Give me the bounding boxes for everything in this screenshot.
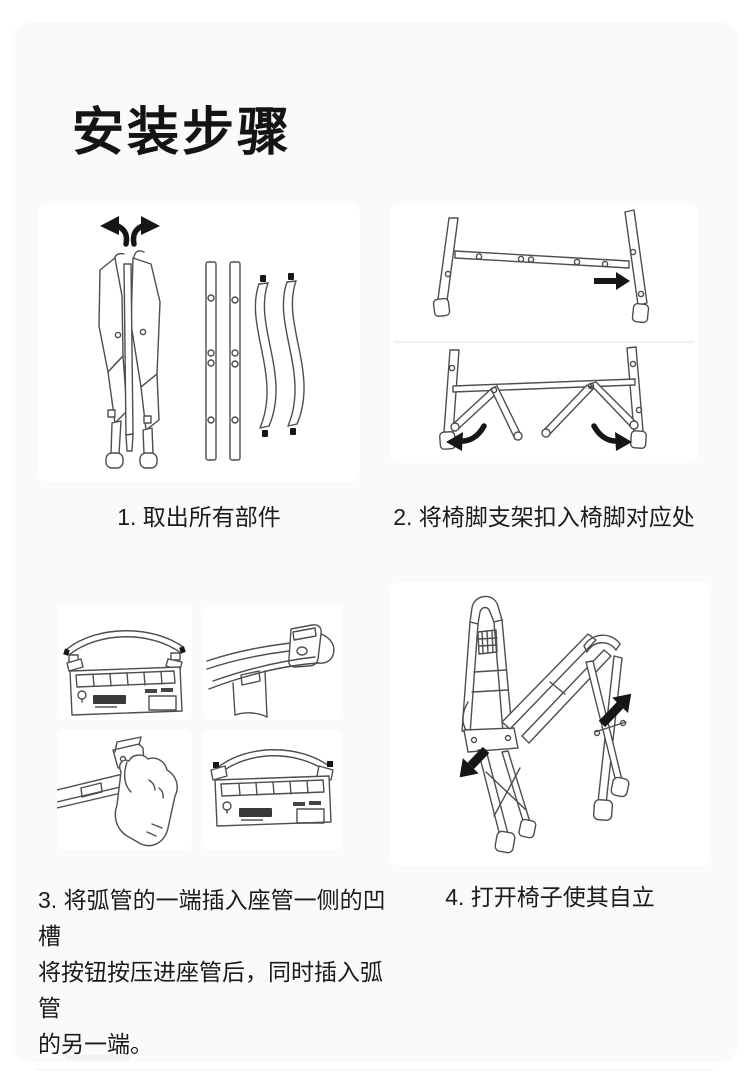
page-title: 安装步骤 bbox=[72, 104, 293, 162]
step3-caption-line1: 3. 将弧管的一端插入座管一侧的凹槽 bbox=[38, 887, 386, 949]
step3-caption-line3: 的另一端。 bbox=[38, 1031, 153, 1057]
step2-caption: 2. 将椅脚支架扣入椅脚对应处 bbox=[393, 504, 695, 530]
step3-detail-corner-slot bbox=[203, 605, 342, 720]
leg-bracket-drawing bbox=[394, 209, 694, 451]
unfold-right-arrow-icon bbox=[130, 216, 160, 247]
step3-detail-press-button bbox=[57, 730, 192, 850]
arc-installed-drawing bbox=[210, 749, 334, 827]
brand-logo bbox=[239, 808, 272, 817]
bracket-fold-view bbox=[439, 346, 647, 451]
hand-outline bbox=[114, 754, 178, 847]
corner-slot-drawing bbox=[206, 624, 335, 718]
chair-front-legs bbox=[477, 749, 537, 854]
chair-backrest bbox=[461, 595, 519, 753]
folded-chair-drawing bbox=[98, 250, 161, 469]
instruction-card: 安装步骤 bbox=[12, 22, 738, 1062]
step1-panel bbox=[38, 204, 360, 482]
open-up-right-arrow-icon bbox=[598, 693, 632, 728]
step2-panel bbox=[390, 204, 698, 463]
parts-overview-drawing bbox=[98, 216, 305, 469]
brand-logo bbox=[93, 695, 126, 704]
slide-right-arrow-icon bbox=[594, 272, 630, 290]
step3-caption-line2: 将按钮按压进座管后，同时插入弧管 bbox=[38, 959, 383, 1021]
step3-caption: 3. 将弧管的一端插入座管一侧的凹槽 将按钮按压进座管后，同时插入弧管 的另一端… bbox=[38, 882, 398, 1062]
open-down-left-arrow-icon bbox=[459, 746, 490, 778]
arc-tubes-drawing bbox=[254, 273, 305, 437]
step4-panel bbox=[390, 582, 710, 866]
page-bottom-divider bbox=[36, 1069, 714, 1070]
seat-tubes-drawing bbox=[205, 261, 241, 461]
fold-right-arrow-icon bbox=[591, 423, 632, 451]
step1-caption: 1. 取出所有部件 bbox=[117, 504, 281, 530]
hand-press-button-drawing bbox=[57, 736, 178, 847]
step3-panel bbox=[38, 588, 360, 870]
step3-detail-arc-installed bbox=[203, 730, 342, 850]
step3-detail-arc-above-seat bbox=[57, 605, 192, 720]
bracket-bar-view bbox=[432, 209, 650, 324]
arc-above-seat-drawing bbox=[63, 630, 186, 716]
card-bottom-smudge bbox=[66, 1055, 130, 1060]
chair-right-legs bbox=[585, 655, 630, 821]
step4-caption: 4. 打开椅子使其自立 bbox=[445, 884, 655, 910]
opening-chair-drawing bbox=[459, 595, 632, 854]
unfold-left-arrow-icon bbox=[100, 216, 130, 247]
fold-left-arrow-icon bbox=[446, 423, 487, 451]
